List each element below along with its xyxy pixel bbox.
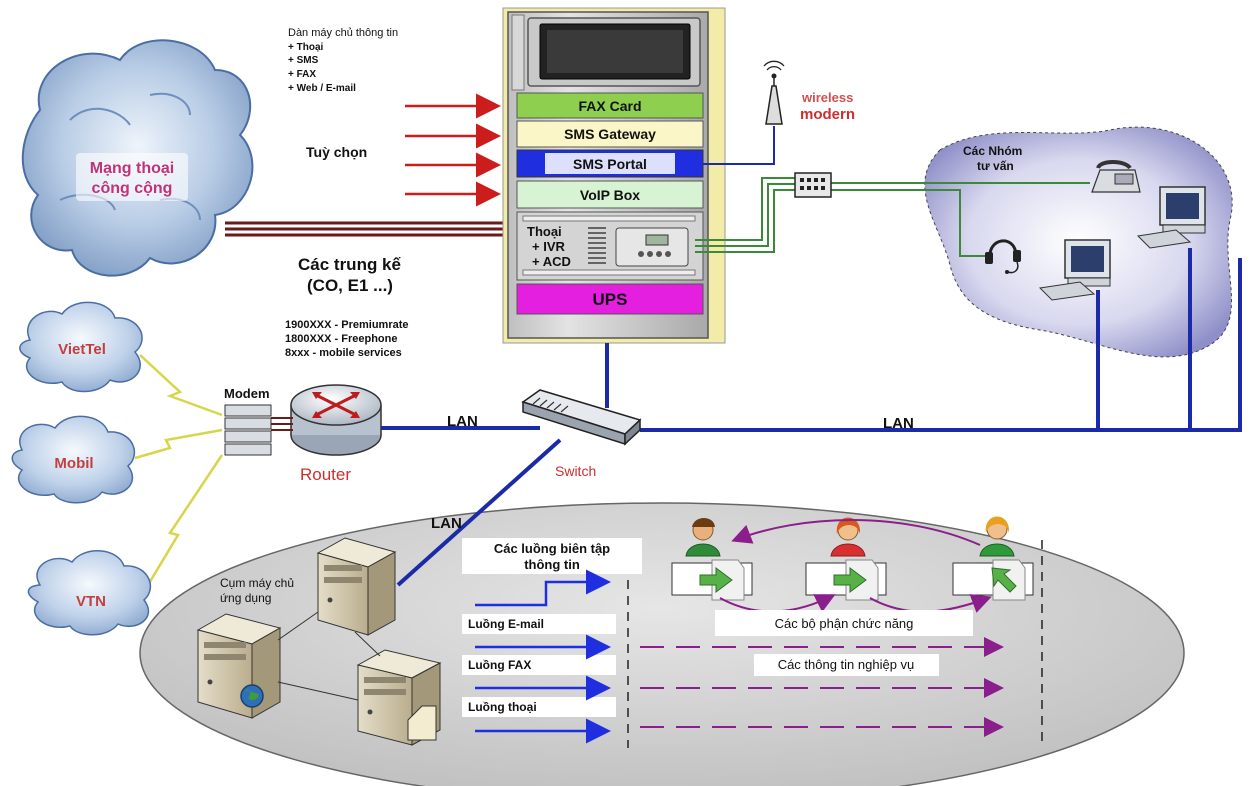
server-item-fax: + FAX — [288, 69, 316, 80]
department-box-2 — [805, 559, 887, 601]
trunks-label-1: Các trung kế — [298, 255, 402, 274]
modem-stack-icon — [224, 404, 293, 456]
consult-label-1: Các Nhóm — [963, 144, 1022, 158]
viettel-label: VietTel — [58, 341, 106, 358]
router-icon — [290, 384, 382, 456]
functional-box — [715, 610, 973, 636]
wireless-label-1: wireless — [801, 90, 853, 105]
department-box-1 — [671, 559, 753, 601]
portal-wireless-link — [703, 126, 775, 165]
public-network-label-1: Mạng thoại — [90, 160, 174, 177]
server-icon-2 — [196, 613, 282, 719]
voice-box — [462, 697, 616, 717]
wireless-antenna-icon — [763, 60, 785, 125]
voice-flow-label: Luồng thoại — [468, 700, 537, 714]
viettel-cloud — [19, 301, 143, 393]
agent-icon-1 — [685, 518, 721, 557]
module-sms-gateway — [516, 120, 704, 148]
desk-phone-icon — [1091, 160, 1141, 193]
functional-label: Các bộ phận chức năng — [775, 616, 914, 631]
application-zone — [139, 502, 1185, 786]
router-label: Router — [300, 465, 351, 484]
fax-box — [462, 655, 616, 675]
public-network-cloud — [21, 39, 254, 277]
lan-label-router: LAN — [447, 413, 478, 430]
module-voip-box — [516, 180, 704, 209]
server-item-web: + Web / E-mail — [288, 83, 356, 94]
wireless-label-2: modern — [800, 106, 855, 123]
patch-panel-icon — [794, 172, 832, 198]
vtn-cloud — [27, 549, 152, 636]
agent-icon-3 — [979, 516, 1015, 557]
voice-title: Thoại — [527, 224, 562, 239]
module-ups — [516, 283, 704, 315]
sms-portal-label: SMS Portal — [573, 156, 647, 172]
editorial-label-2: thông tin — [524, 557, 580, 572]
voice-acd: + ACD — [532, 254, 571, 269]
trunk-lines — [225, 221, 505, 237]
trunks-label-2: (CO, E1 ...) — [307, 276, 393, 295]
ups-label: UPS — [593, 290, 628, 309]
server-icon-1 — [316, 537, 397, 636]
globe-icon — [240, 684, 264, 708]
editorial-label-1: Các luồng biên tập — [494, 541, 610, 556]
wireless-links — [134, 354, 224, 591]
servers-label-1: Cụm máy chủ — [220, 576, 294, 590]
service-freephone: 1800XXX - Freephone — [285, 333, 398, 345]
options-label: Tuỳ chọn — [306, 144, 367, 160]
business-label: Các thông tin nghiệp vụ — [778, 657, 915, 672]
modem-label: Modem — [224, 386, 270, 401]
business-box — [754, 654, 939, 676]
switch-icon — [521, 389, 642, 446]
lan-links — [380, 248, 1242, 587]
server-item-voice: + Thoại — [288, 42, 324, 53]
module-sms-portal — [516, 149, 704, 178]
fax-flow-label: Luồng FAX — [468, 658, 531, 672]
headset-icon — [985, 239, 1021, 274]
module-voice-system — [516, 211, 704, 281]
service-mobile: 8xxx - mobile services — [285, 347, 402, 359]
voip-box-label: VoIP Box — [580, 187, 640, 203]
server-array-title: Dàn máy chủ thông tin — [288, 27, 398, 39]
email-flow-label: Luồng E-mail — [468, 617, 544, 631]
phone-wiring — [695, 177, 1090, 257]
document-icon — [407, 705, 437, 741]
vtn-label: VTN — [76, 593, 106, 610]
servers-label-2: ứng dụng — [220, 591, 271, 605]
server-connectors — [277, 611, 381, 701]
module-fax-card — [516, 92, 704, 119]
input-arrows — [405, 93, 501, 207]
department-box-3 — [952, 559, 1034, 601]
public-network-label-2: công cộng — [92, 180, 173, 197]
business-arrows — [640, 637, 1004, 737]
mobil-label: Mobil — [54, 455, 93, 472]
mobil-cloud — [11, 415, 136, 504]
voice-ivr: + IVR — [532, 239, 565, 254]
editorial-box — [462, 538, 642, 574]
flow-arrows — [475, 569, 611, 744]
server-item-sms: + SMS — [288, 55, 319, 66]
consult-label-2: tư vấn — [977, 159, 1014, 173]
service-premium: 1900XXX - Premiumrate — [285, 319, 409, 331]
fax-card-label: FAX Card — [578, 98, 641, 114]
workstation-icon-2 — [1136, 186, 1206, 249]
sms-gateway-label: SMS Gateway — [564, 126, 656, 142]
email-box — [462, 614, 616, 634]
switch-label: Switch — [555, 463, 596, 479]
workstation-icon-1 — [1038, 239, 1111, 301]
lan-label-servers: LAN — [431, 515, 462, 532]
lan-label-consult: LAN — [883, 415, 914, 432]
